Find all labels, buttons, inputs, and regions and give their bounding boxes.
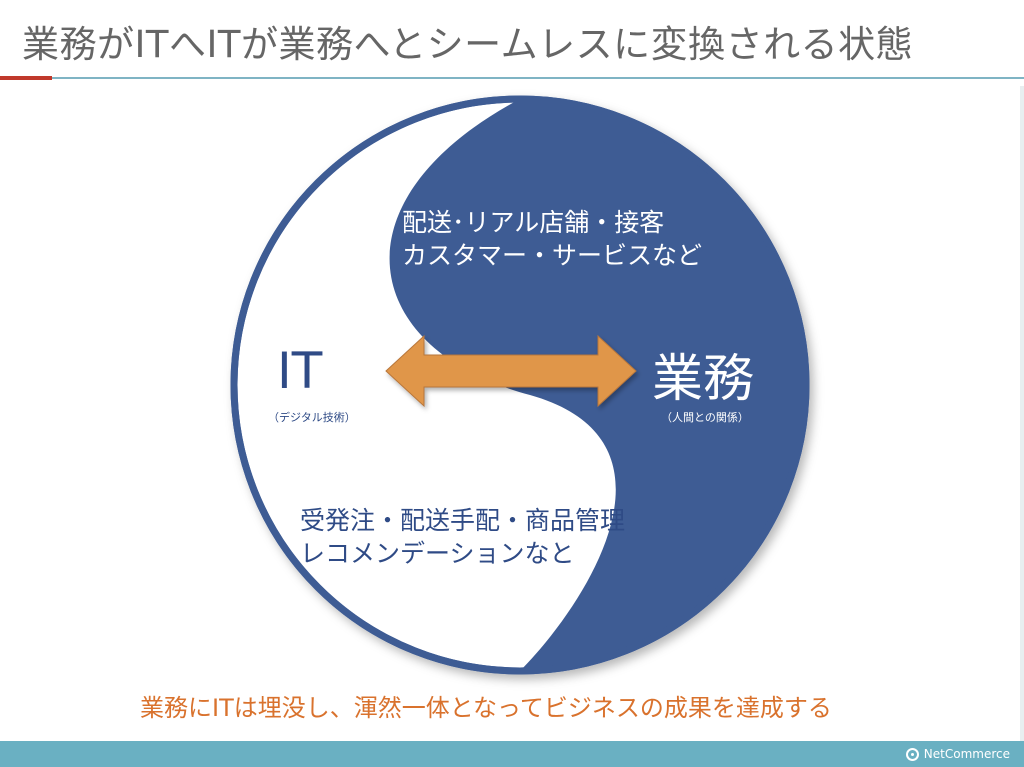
double-arrow (385, 334, 637, 408)
upper-region-line-1: 配送･リアル店舗・接客 (402, 208, 665, 237)
lower-region-line-2: レコメンデーションなと (300, 539, 575, 568)
right-edge-strip (1020, 86, 1024, 741)
lower-region-text: 受発注・配送手配・商品管理 レコメンデーションなと (300, 504, 625, 570)
business-label: 業務 (652, 350, 755, 409)
logo-text: NetCommerce (923, 747, 1010, 761)
slide-title: 業務がITへITが業務へとシームレスに変換される状態 (22, 23, 914, 66)
lower-region-line-1: 受発注・配送手配・商品管理 (300, 506, 626, 535)
footer-logo: NetCommerce (905, 747, 1010, 761)
title-divider (0, 77, 1024, 79)
it-label: IT (277, 342, 323, 400)
upper-region-line-2: カスタマー・サービスなど (402, 241, 703, 270)
netcommerce-logo-icon (905, 747, 919, 761)
it-sublabel: （デジタル技術） (268, 411, 356, 424)
conclusion-text: 業務にITは埋没し、渾然一体となってビジネスの成果を達成する (140, 694, 832, 722)
business-sublabel: （人間との関係） (661, 411, 749, 424)
upper-region-text: 配送･リアル店舗・接客 カスタマー・サービスなど (402, 206, 702, 272)
outer-ring (230, 95, 810, 675)
title-divider-accent (0, 76, 52, 80)
footer-bar (0, 741, 1024, 767)
